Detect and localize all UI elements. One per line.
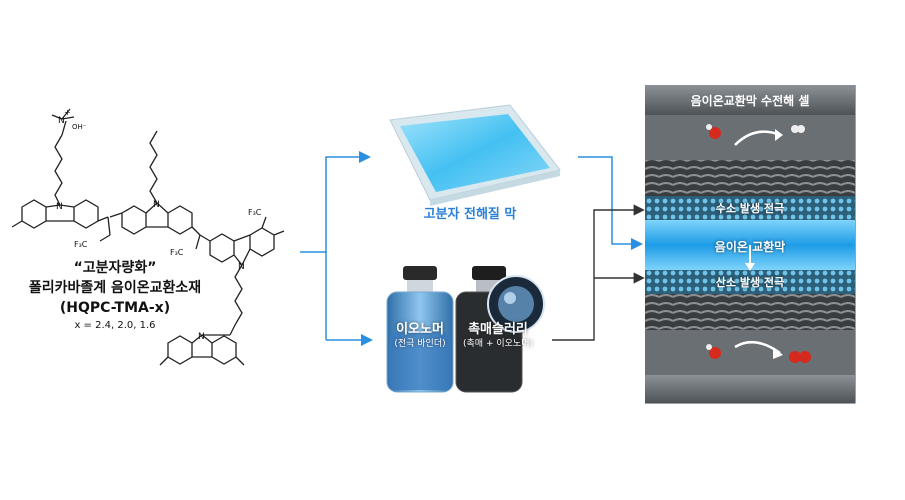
hydrogen-electrode-label: 수소 발생 전극 [715,202,785,215]
arrow-icon [300,151,371,253]
arrow-icon [552,204,645,341]
slurry-vial [455,266,545,393]
cf3-label-3: F₃C [248,208,262,217]
carbazole-n-2: N [153,200,160,210]
cf3-label-1: F₃C [74,240,88,249]
arrow-icon [578,156,643,250]
ionomer-label: 이오노머 [396,322,444,337]
molecule-name-ko: 폴리카바졸계 음이온교환소재 [28,280,202,296]
molecule-icon [706,124,811,363]
ionomer-sublabel: (전극 바인더) [394,339,446,349]
membrane-sheet [389,104,561,206]
chemical-structure: N + OH⁻ N N N N F₃C F₃C F₃C [11,108,285,366]
ammonium-n-label: N [58,116,65,126]
membrane-label: 고분자 전해질 막 [423,207,517,222]
slurry-label: 촉매슬러리 [468,322,528,337]
counter-ion-label: OH⁻ [72,123,87,131]
molecule-quote-title: “고분자량화” [73,260,157,276]
carbazole-n-1: N [56,202,63,212]
oxygen-electrode-label: 산소 발생 전극 [715,276,785,289]
cf3-label-2: F₃C [170,248,184,257]
carbazole-n-3: N [238,262,245,272]
ionomer-vial [386,266,454,393]
molecule-caption: “고분자량화” 폴리카바졸계 음이온교환소재 (HQPC-TMA-x) x = … [0,258,230,334]
carbazole-n-4: N [198,332,205,342]
molecule-x-values: x = 2.4, 2.0, 1.6 [74,320,156,331]
ammonium-charge: + [64,108,71,117]
slurry-sublabel: (촉매 + 이오노머) [463,339,533,349]
cell-membrane-label: 음이온 교환막 [714,240,786,254]
molecule-name-en: (HQPC-TMA-x) [59,300,171,316]
cell-title: 음이온교환막 수전해 셀 [690,94,810,108]
electrolysis-cell [645,85,856,404]
